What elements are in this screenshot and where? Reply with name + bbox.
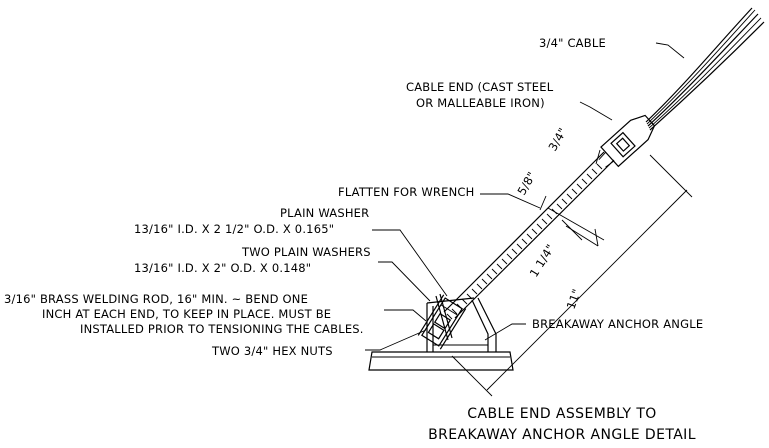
label-hex-nuts: TWO 3/4" HEX NUTS: [211, 344, 333, 358]
base-plate: [368, 351, 514, 371]
washers-and-nuts: [417, 294, 467, 350]
dimension-1-1-4: 1 1/4": [527, 242, 558, 280]
label-two-plain-washers: TWO PLAIN WASHERS: [241, 245, 371, 259]
dimension-lines: [451, 149, 693, 397]
label-brass-rod-line2: INCH AT EACH END, TO KEEP IN PLACE. MUST…: [42, 307, 331, 321]
anchor-angle: [426, 297, 497, 352]
cable-end-fitting: [598, 114, 656, 168]
label-brass-rod-line3: INSTALLED PRIOR TO TENSIONING THE CABLES…: [80, 322, 364, 336]
label-cable-end-line1: CABLE END (CAST STEEL: [406, 80, 554, 94]
cable-strands: [645, 7, 765, 131]
dimension-5-8: 5/8": [514, 169, 538, 197]
leader-lines: [365, 42, 685, 351]
dimension-3-4: 3/4": [545, 125, 569, 153]
label-cable: 3/4" CABLE: [539, 36, 606, 50]
label-plain-washer: PLAIN WASHER: [280, 206, 369, 220]
label-cable-end-line2: OR MALLEABLE IRON): [416, 96, 545, 110]
title-line2: BREAKAWAY ANCHOR ANGLE DETAIL: [428, 427, 696, 443]
dimension-11: 11": [564, 287, 584, 311]
label-flatten-for-wrench: FLATTEN FOR WRENCH: [338, 185, 474, 199]
title-line1: CABLE END ASSEMBLY TO: [467, 406, 656, 422]
label-two-plain-washers-spec: 13/16" I.D. X 2" O.D. X 0.148": [134, 261, 311, 275]
threaded-rod: [443, 151, 615, 320]
label-breakaway-anchor-angle: BREAKAWAY ANCHOR ANGLE: [532, 317, 703, 331]
label-plain-washer-spec: 13/16" I.D. X 2 1/2" O.D. X 0.165": [134, 222, 334, 236]
label-brass-rod-line1: 3/16" BRASS WELDING ROD, 16" MIN. ~ BEND…: [4, 292, 308, 306]
